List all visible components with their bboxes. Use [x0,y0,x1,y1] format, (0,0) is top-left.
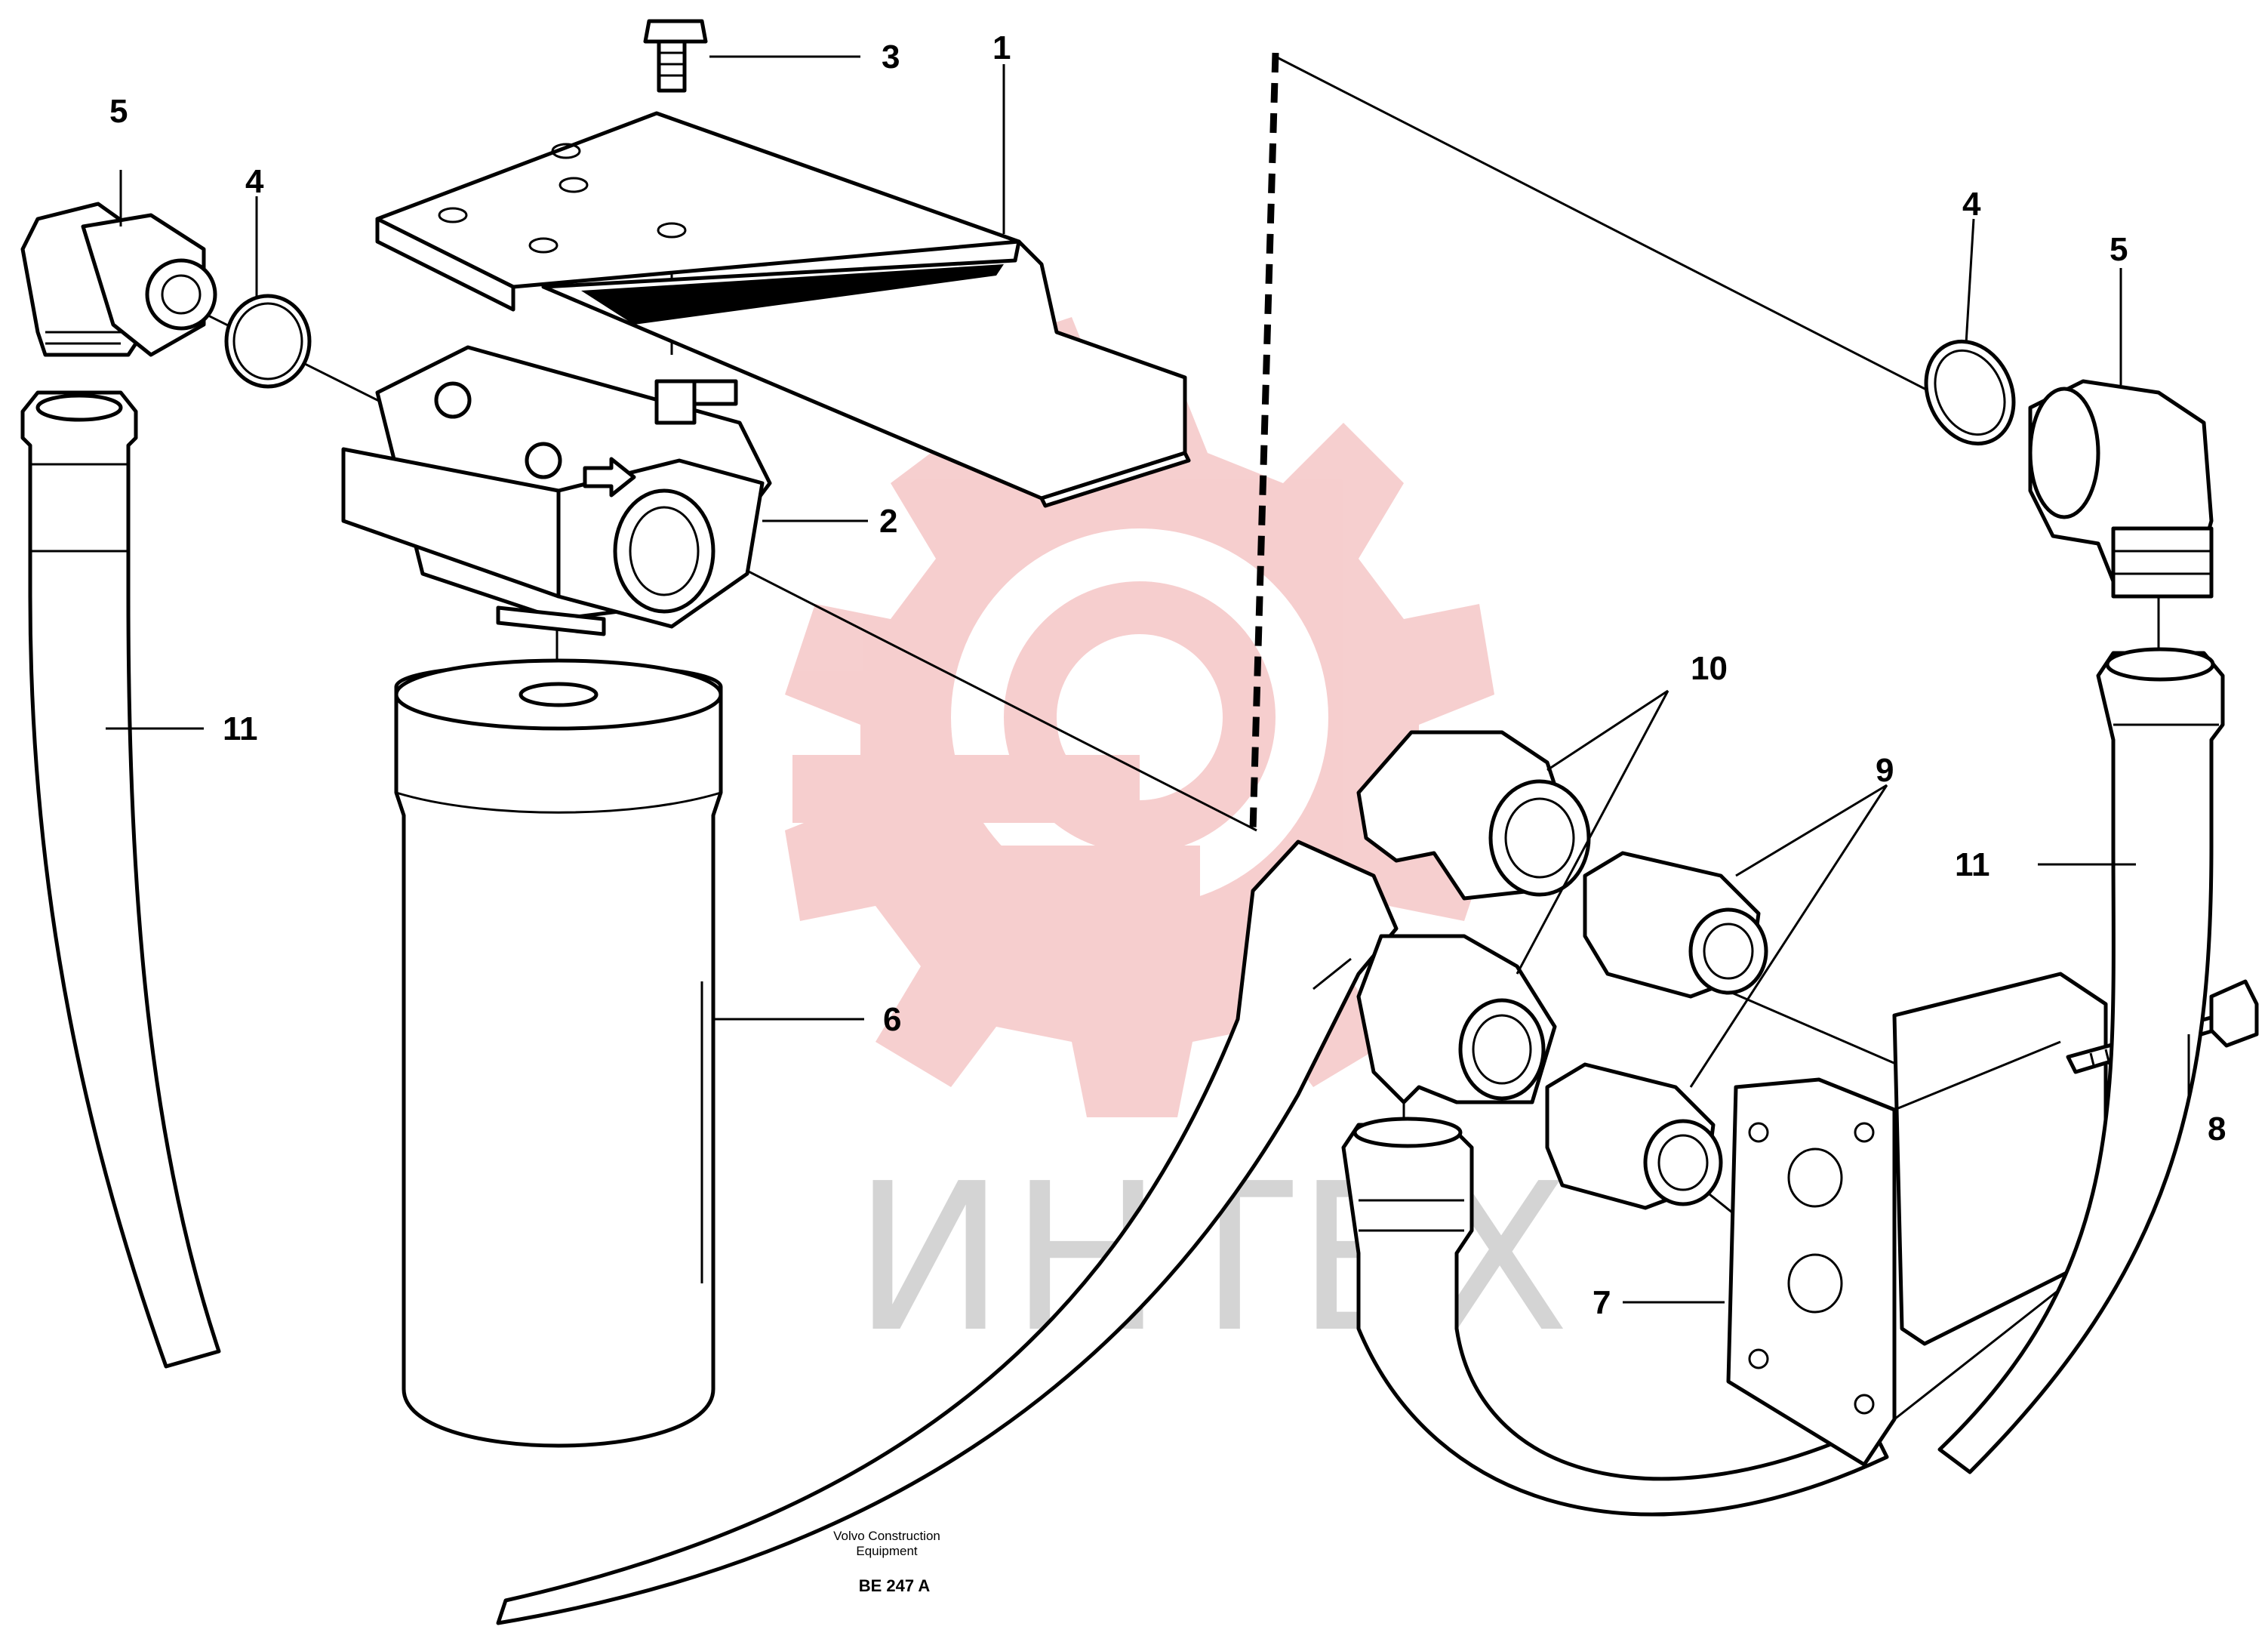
callout-11-left: 11 [223,710,258,747]
left-seal-ring-part-4 [224,294,312,389]
bracket-part-1 [375,111,1191,508]
callout-3: 3 [882,39,900,75]
valve-block-part-7 [1726,972,2108,1467]
callout-4-right: 4 [1962,186,1981,223]
dashed-separator [1249,52,1279,831]
callout-8: 8 [2208,1111,2226,1147]
callout-2: 2 [879,503,897,540]
right-hose-part-11 [1937,647,2225,1474]
elbow-part-10-upper [1356,730,1591,901]
adapter-part-9-lower [1545,1062,1723,1210]
callout-9: 9 [1876,752,1894,789]
bolt-part-3 [643,19,708,93]
filter-canister-part-6 [394,658,723,1448]
footer-company-line1: Volvo Construction [833,1529,940,1543]
callout-6: 6 [883,1001,901,1038]
center-hose [496,839,1399,1625]
footer-drawing-code: BE 247 A [859,1576,931,1595]
right-seal-ring-part-4 [1924,339,2016,446]
left-elbow-part-5 [20,202,217,357]
left-hose-part-11 [20,390,221,1369]
callout-7: 7 [1593,1284,1611,1321]
callout-4-left: 4 [245,163,264,200]
leader-lines [106,55,2190,1304]
callout-11-right: 11 [1955,846,1990,883]
right-elbow-part-5 [2028,379,2214,599]
elbow-part-10-lower [1356,934,1557,1104]
callout-10: 10 [1691,650,1728,687]
adapter-part-9-upper [1583,851,1768,999]
footer-company-line2: Equipment [856,1544,918,1558]
arrow-icon [583,457,636,498]
callout-5-right: 5 [2110,231,2128,268]
callout-1: 1 [992,29,1011,66]
filter-head-part-2 [341,345,772,636]
callout-5-left: 5 [109,93,128,130]
gear-watermark-logo [785,317,1494,1117]
